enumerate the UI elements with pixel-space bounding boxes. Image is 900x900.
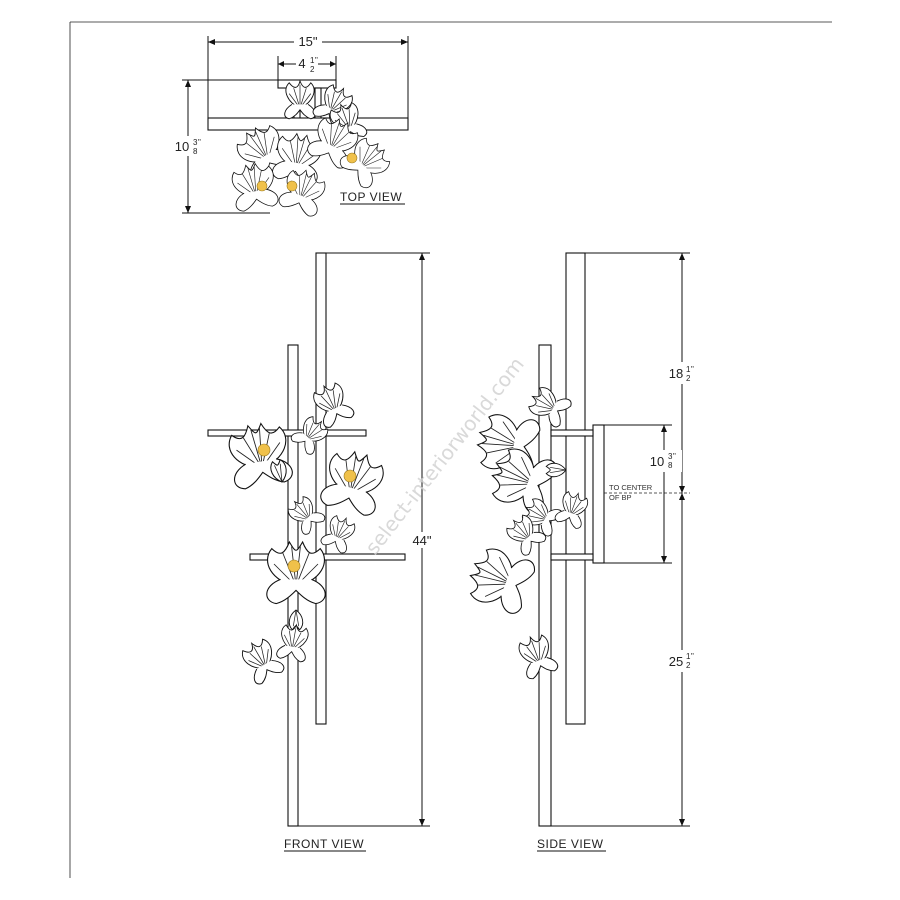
- front-arm-lower: [249, 553, 406, 561]
- side-arm-lower: [550, 553, 594, 561]
- center-note-line2: OF BP: [609, 493, 632, 502]
- dim-top-depth-num: 3: [193, 138, 198, 147]
- dim-height: 44": [412, 533, 431, 548]
- dim-plate-unit: ": [673, 452, 676, 461]
- dim-upper-unit: ": [691, 365, 694, 374]
- dim-lower-num: 1: [686, 652, 691, 661]
- dim-upper-num: 1: [686, 365, 691, 374]
- side-view: 18 1 2 " 10 3 8 " TO CENTER OF BP 25 1 2…: [462, 252, 702, 852]
- top-view-label: TOP VIEW: [340, 190, 402, 204]
- dim-top-depth-den: 8: [193, 147, 198, 156]
- dim-top-plate-den: 2: [310, 65, 315, 74]
- dim-plate-den: 8: [668, 461, 673, 470]
- top-flower-cluster: [229, 80, 396, 219]
- front-arm-upper: [207, 429, 367, 437]
- dim-top-depth-unit: ": [198, 138, 201, 147]
- dim-plate-whole: 10: [650, 454, 664, 469]
- side-bar-tall: [565, 252, 586, 725]
- center-note-line1: TO CENTER: [609, 483, 653, 492]
- front-view-label: FRONT VIEW: [284, 837, 364, 851]
- side-backplate: [592, 424, 605, 564]
- top-arm-bar: [207, 117, 409, 131]
- dim-lower-den: 2: [686, 661, 691, 670]
- dim-top-plate-num: 1: [310, 56, 315, 65]
- top-view: 15" 4 1 2 " 10 3 8 ": [170, 34, 409, 219]
- dim-top-plate-whole: 4: [298, 56, 305, 71]
- dim-top-depth-whole: 10: [175, 139, 189, 154]
- dim-lower-whole: 25: [669, 654, 683, 669]
- dim-top-plate-unit: ": [315, 56, 318, 65]
- dim-upper-den: 2: [686, 374, 691, 383]
- dim-plate-num: 3: [668, 452, 673, 461]
- side-view-label: SIDE VIEW: [537, 837, 604, 851]
- side-arm-upper: [550, 429, 594, 437]
- front-flower-cluster: [225, 378, 389, 687]
- dim-top-width: 15": [298, 34, 317, 49]
- dim-upper-whole: 18: [669, 366, 683, 381]
- front-view: 44" FRONT VIEW: [207, 252, 438, 852]
- dim-lower-unit: ": [691, 652, 694, 661]
